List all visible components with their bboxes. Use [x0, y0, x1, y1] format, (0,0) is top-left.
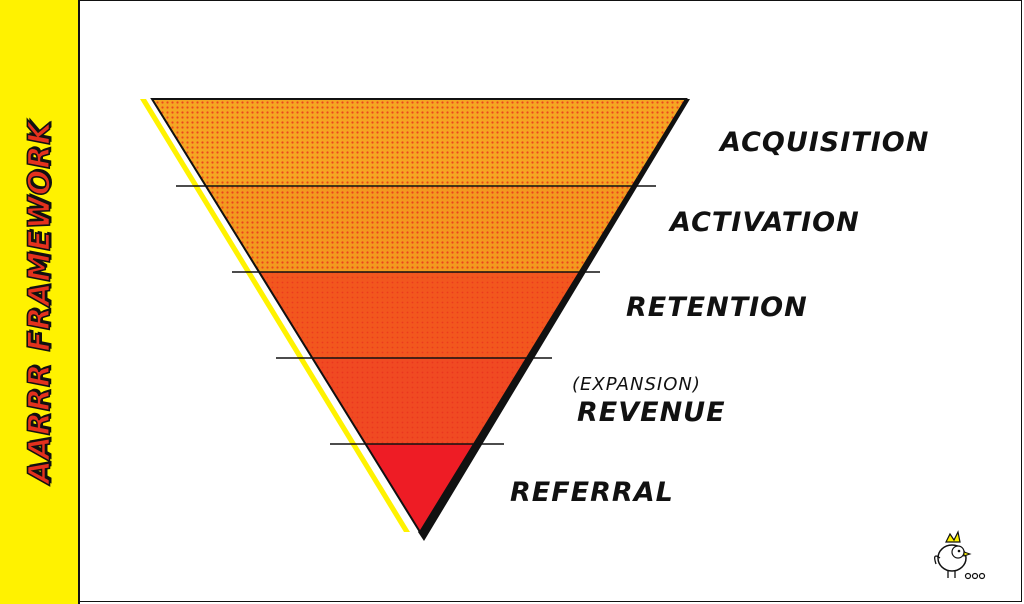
- funnel-highlight: [140, 99, 410, 532]
- stage-label-referral: REFERRAL: [510, 477, 674, 508]
- band-referral: [365, 444, 475, 532]
- stage-label-revenue: REVENUE: [577, 397, 726, 428]
- stage-label-retention: RETENTION: [626, 292, 808, 323]
- band-revenue-halftone: [312, 358, 527, 444]
- band-activation-halftone: [205, 186, 633, 272]
- funnel-outline: [150, 98, 688, 534]
- sidebar: AARRR FRAMEWORK: [0, 0, 80, 604]
- stage-label-activation: ACTIVATION: [670, 207, 860, 238]
- rooster-mascot-icon: [934, 530, 986, 580]
- band-retention-halftone: [259, 272, 580, 358]
- stage-label-acquisition: ACQUISITION: [720, 127, 930, 158]
- band-acquisition-halftone: [152, 99, 686, 186]
- stage-sublabel-expansion: (EXPANSION): [572, 374, 701, 395]
- funnel-shadow: [418, 99, 690, 541]
